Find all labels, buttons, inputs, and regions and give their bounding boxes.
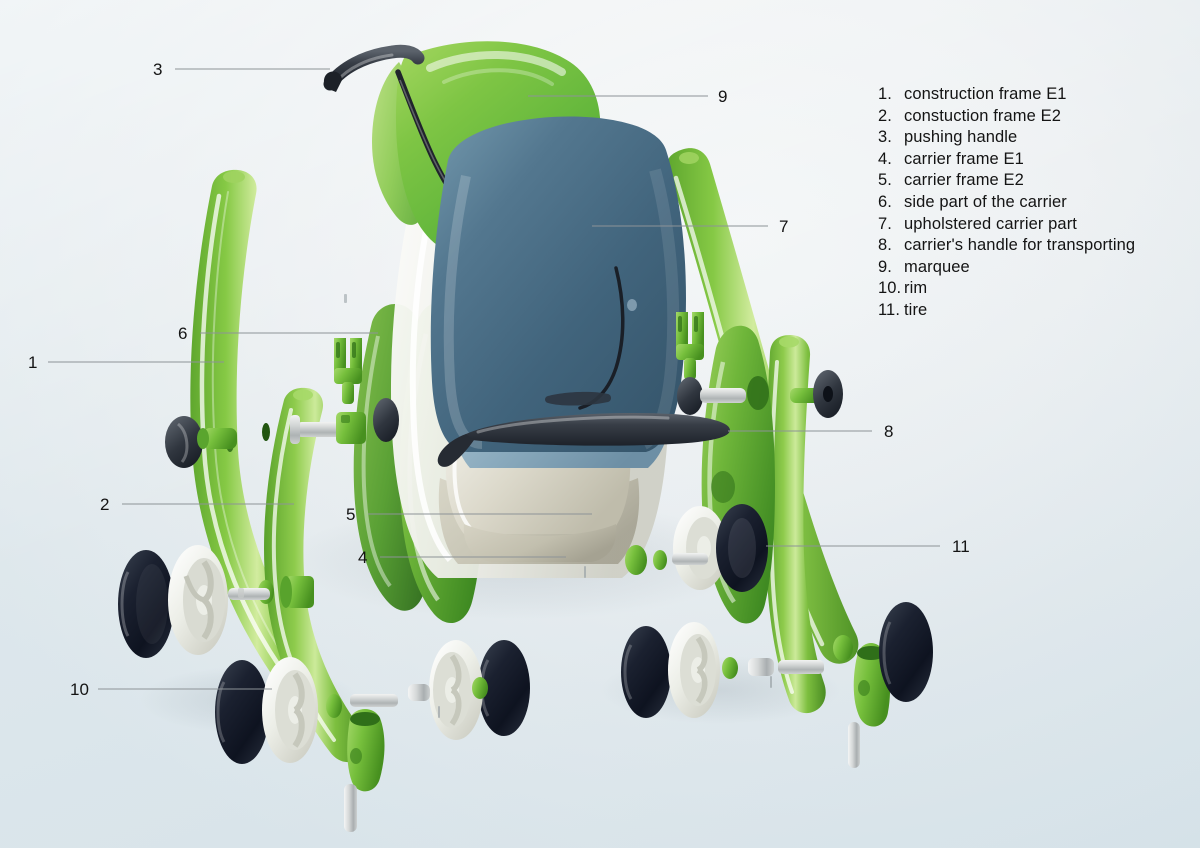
callout-label-9: 9 bbox=[718, 87, 728, 106]
legend-item-label: marquee bbox=[904, 257, 970, 276]
legend-item-number: 10. bbox=[878, 279, 902, 298]
legend-item-label: carrier's handle for transporting bbox=[904, 236, 1136, 255]
hub-assembly-right bbox=[677, 370, 843, 418]
callout-number-9[interactable]: 9 bbox=[718, 88, 727, 105]
y-bracket-left bbox=[334, 338, 362, 404]
legend-item: 8. carrier's handle for transporting bbox=[878, 235, 1178, 257]
hub-assembly-left bbox=[165, 398, 399, 468]
callout-label-4: 4 bbox=[358, 548, 368, 567]
callout-number-7[interactable]: 7 bbox=[779, 218, 788, 235]
legend-item-label: upholstered carrier part bbox=[904, 214, 1077, 233]
legend-item-label: constuction frame E2 bbox=[904, 106, 1061, 125]
legend-item-number: 7. bbox=[878, 214, 892, 233]
legend-item-number: 3. bbox=[878, 128, 892, 147]
callout-label-2: 2 bbox=[100, 495, 110, 514]
callout-number-6[interactable]: 6 bbox=[178, 325, 187, 342]
callout-label-5: 5 bbox=[346, 505, 356, 524]
callout-number-10[interactable]: 10 bbox=[70, 681, 89, 698]
legend-item-label: carrier frame E1 bbox=[904, 149, 1024, 168]
legend-item: 7. upholstered carrier part bbox=[878, 214, 1178, 236]
legend-item: 3. pushing handle bbox=[878, 127, 1178, 149]
callout-number-8[interactable]: 8 bbox=[884, 423, 893, 440]
leader-lines bbox=[48, 68, 940, 690]
callout-label-1: 1 bbox=[28, 353, 38, 372]
legend-item-label: rim bbox=[904, 279, 928, 298]
wheel-assembly-upper-left bbox=[118, 545, 314, 658]
legend-item-number: 2. bbox=[878, 106, 892, 125]
legend-item-number: 6. bbox=[878, 192, 892, 211]
legend-item-number: 1. bbox=[878, 85, 892, 103]
legend-item: 4. carrier frame E1 bbox=[878, 149, 1178, 171]
legend-item-label: tire bbox=[904, 300, 928, 319]
callout-number-2[interactable]: 2 bbox=[100, 496, 109, 513]
callout-label-8: 8 bbox=[884, 422, 894, 441]
callout-label-6: 6 bbox=[178, 324, 188, 343]
pushing-handle bbox=[323, 44, 425, 92]
legend-item-number: 5. bbox=[878, 171, 892, 190]
legend-item: 5. carrier frame E2 bbox=[878, 170, 1178, 192]
legend-item-number: 11. bbox=[878, 300, 901, 319]
y-bracket-right bbox=[676, 312, 704, 380]
callout-label-10: 10 bbox=[70, 680, 89, 699]
wheel-assembly-bottom-center bbox=[344, 640, 530, 832]
legend-item: 1. construction frame E1 bbox=[878, 84, 1178, 106]
legend-item-number: 9. bbox=[878, 257, 892, 276]
legend-item-label: side part of the carrier bbox=[904, 192, 1067, 211]
legend-item: 6. side part of the carrier bbox=[878, 192, 1178, 214]
legend-item-label: pushing handle bbox=[904, 128, 1018, 147]
callout-number-1[interactable]: 1 bbox=[28, 354, 37, 371]
legend-item: 10. rim bbox=[878, 278, 1178, 300]
callout-label-3: 3 bbox=[153, 60, 163, 79]
legend-item-label: construction frame E1 bbox=[904, 85, 1067, 103]
callout-number-3[interactable]: 3 bbox=[153, 61, 162, 78]
carriers-handle-for-transporting bbox=[437, 412, 730, 467]
callout-number-5[interactable]: 5 bbox=[346, 506, 355, 523]
callout-label-7: 7 bbox=[779, 217, 789, 236]
legend-item: 11. tire bbox=[878, 300, 1178, 322]
wheel-assembly-lower-left bbox=[215, 657, 342, 764]
wheel-assembly-bottom-right bbox=[621, 602, 933, 768]
legend-item-label: carrier frame E2 bbox=[904, 171, 1024, 190]
loose-fasteners bbox=[238, 294, 772, 718]
callout-number-11[interactable]: 11 bbox=[952, 538, 970, 555]
legend-item: 2. constuction frame E2 bbox=[878, 106, 1178, 128]
callout-number-4[interactable]: 4 bbox=[358, 549, 367, 566]
parts-list-legend: 1. construction frame E1 2. constuction … bbox=[878, 84, 1178, 322]
legend-item-number: 4. bbox=[878, 149, 892, 168]
legend-item-number: 8. bbox=[878, 236, 892, 255]
legend-item: 9. marquee bbox=[878, 257, 1178, 279]
callout-label-11: 11 bbox=[952, 537, 970, 556]
